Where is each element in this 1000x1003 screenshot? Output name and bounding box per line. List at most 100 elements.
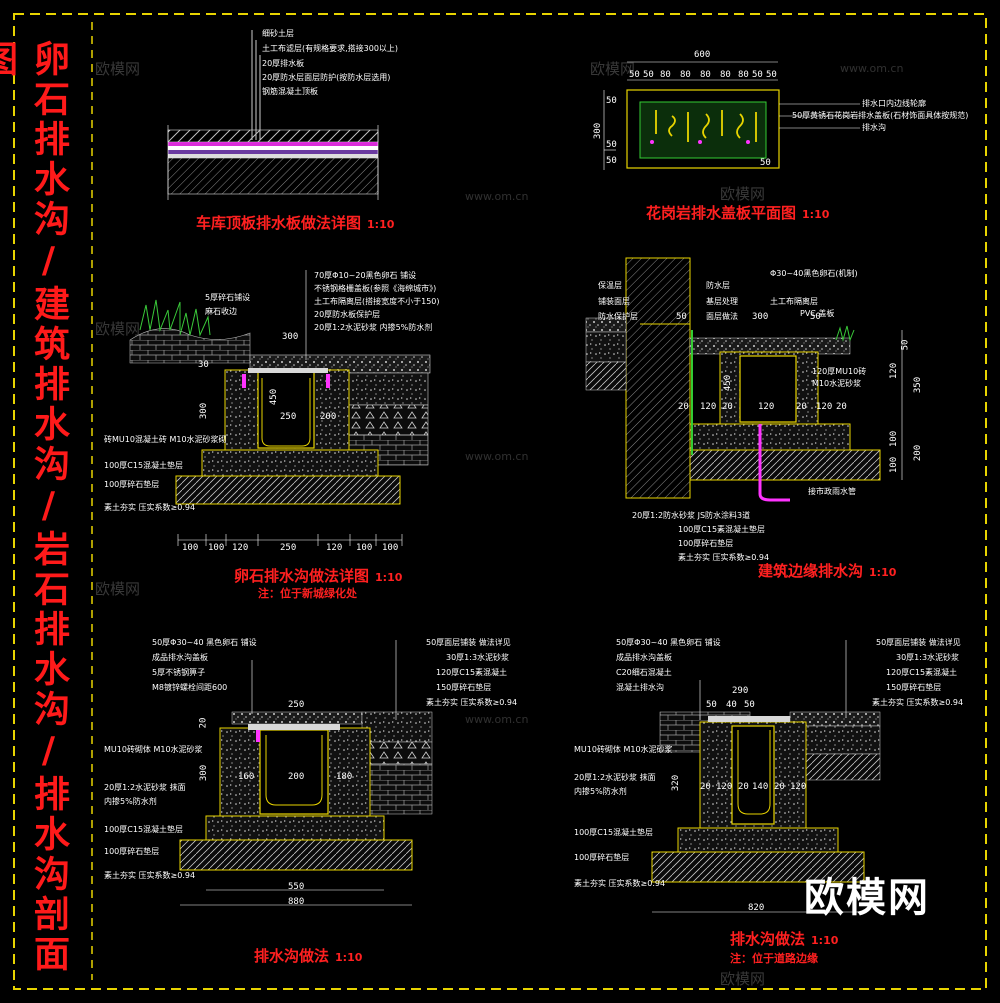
- dim-label: 100: [208, 543, 225, 553]
- ditch-a-label: 素土夯实 压实系数≥0.94: [104, 871, 196, 880]
- pebble-ditch-section: [129, 270, 431, 546]
- dim-label: 120: [716, 782, 733, 792]
- drawing-title: 排水沟做法: [254, 947, 330, 965]
- dim-label: 80: [700, 70, 711, 80]
- ditch-b-label: 50厚面层铺装 做法详见: [876, 638, 961, 647]
- dim-label: 100: [182, 543, 199, 553]
- building-edge-section: [585, 257, 903, 502]
- dim-label: 20: [836, 402, 847, 412]
- dim-label: 820: [748, 903, 765, 913]
- dim-label: 40: [726, 700, 737, 710]
- drawing-title: 排水沟做法: [730, 930, 806, 948]
- pebble-ditch-note: 注：位于新城绿化处: [258, 587, 357, 600]
- ditch-a-section: [179, 640, 433, 906]
- garage-label: 细砂土层: [262, 29, 294, 38]
- dim-label: 50: [606, 140, 617, 150]
- garage-roof-detail: [167, 30, 379, 200]
- building-label: 面层做法: [706, 312, 738, 321]
- drawing-scale: 1:10: [869, 566, 897, 579]
- dim-label: 300: [199, 764, 210, 782]
- watermark: 欧模网: [590, 60, 636, 78]
- building-label: 防水层: [706, 281, 730, 290]
- dim-label: 80: [680, 70, 691, 80]
- garage-label: 钢筋混凝土顶板: [262, 87, 318, 96]
- dim-label: 350: [913, 376, 924, 394]
- pebble-label: 麻石收边: [205, 307, 237, 316]
- pebble-label: 砖MU10混凝土砖 M10水泥砂浆砌: [104, 435, 227, 444]
- dim-label: 160: [238, 772, 255, 782]
- sheet-vertical-title: 卵石排水沟/建筑排水沟/岩石排水沟/排水沟剖面图: [0, 40, 69, 975]
- pebble-label: 100厚C15混凝土垫层: [104, 461, 184, 470]
- dim-label: 120: [816, 402, 833, 412]
- building-label: 接市政雨水管: [808, 487, 856, 496]
- ditch-a-label: 50厚Φ30~40 黑色卵石 铺设: [152, 638, 257, 647]
- dim-label: 450: [269, 388, 280, 406]
- building-label: M10水泥砂浆: [812, 379, 862, 388]
- ditch-a-label: 内掺5%防水剂: [104, 797, 157, 806]
- drawing-title: 卵石排水沟做法详图: [234, 567, 370, 585]
- dim-label: 250: [280, 543, 297, 553]
- ditch-b-label: MU10砖砌体 M10水泥砂浆: [574, 745, 673, 754]
- dim-label: 320: [671, 774, 682, 792]
- building-label: 120厚MU10砖: [812, 367, 867, 376]
- dim-label: 50: [706, 700, 717, 710]
- pebble-label: 土工布隔离层(搭接宽度不小于150): [314, 297, 440, 306]
- ditch-a-label: 20厚1:2水泥砂浆 抹面: [104, 783, 186, 792]
- ditch-a-label: 成品排水沟盖板: [152, 653, 208, 662]
- garage-label: 20厚防水层面层防护(按防水层选用): [262, 73, 391, 82]
- ditch-b-label: C20细石混凝土: [616, 668, 672, 677]
- ditch-b-label: 素土夯实 压实系数≥0.94: [872, 698, 964, 707]
- dim-label: 100: [356, 543, 373, 553]
- dim-label: 300: [282, 332, 299, 342]
- dim-label: 20: [738, 782, 749, 792]
- dim-label: 50: [643, 70, 654, 80]
- building-label: 100厚C15素混凝土垫层: [678, 525, 766, 534]
- ditch-a-label: 5厚不锈钢箅子: [152, 668, 206, 677]
- pebble-label: 20厚1:2水泥砂浆 内掺5%防水剂: [314, 323, 433, 332]
- building-label: 20厚1:2防水砂浆 JS防水涂料3道: [632, 511, 751, 520]
- dim-label: 50: [900, 339, 911, 351]
- granite-label: 排水口内边线轮廓: [862, 99, 926, 108]
- pebble-label: 20厚防水板保护层: [314, 310, 381, 319]
- dim-label: 50: [760, 158, 771, 168]
- dim-label: 80: [738, 70, 749, 80]
- dim-label: 600: [694, 50, 711, 60]
- dim-label: 300: [752, 312, 769, 322]
- dim-label: 100: [889, 456, 900, 474]
- dim-label: 120: [790, 782, 807, 792]
- dim-label: 50: [810, 312, 821, 322]
- ditch-b-label: 混凝土排水沟: [616, 683, 664, 692]
- pebble-label: 5厚碎石铺设: [205, 293, 251, 302]
- watermark: 欧模网: [95, 320, 141, 338]
- pebble-label: 不锈钢格栅盖板(参照《海绵城市》): [314, 284, 437, 293]
- ditch-a-label: 50厚面层铺装 做法详见: [426, 638, 511, 647]
- ditch-a-label: M8镀锌螺栓间距600: [152, 683, 228, 692]
- drawing-title: 建筑边缘排水沟: [758, 562, 864, 580]
- dim-label: 250: [280, 412, 297, 422]
- building-label: 土工布隔离层: [770, 297, 818, 306]
- ditch-b-label: 120厚C15素混凝土: [886, 668, 958, 677]
- dim-label: 100: [889, 430, 900, 448]
- brand-logo: 欧模网: [804, 875, 930, 921]
- dim-label: 300: [199, 402, 210, 420]
- building-label: 基层处理: [706, 297, 738, 306]
- watermark-url: www.om.cn: [465, 713, 529, 726]
- dim-label: 20: [796, 402, 807, 412]
- ditch-b-label: 20厚1:2水泥砂浆 抹面: [574, 773, 656, 782]
- building-label: Φ30~40黑色卵石(机制): [770, 269, 858, 278]
- dim-label: 120: [889, 362, 900, 380]
- ditch-b-label: 100厚碎石垫层: [574, 853, 630, 862]
- ditch-a-label: MU10砖砌体 M10水泥砂浆: [104, 745, 203, 754]
- building-label: 保温层: [598, 281, 622, 290]
- watermark-url: www.om.cn: [840, 62, 904, 75]
- dim-label: 120: [326, 543, 343, 553]
- dim-label: 20: [722, 402, 733, 412]
- dim-label: 120: [700, 402, 717, 412]
- dim-label: 50: [752, 70, 763, 80]
- dim-label: 50: [766, 70, 777, 80]
- dim-label: 50: [676, 312, 687, 322]
- ditch-b-label: 100厚C15混凝土垫层: [574, 828, 654, 837]
- building-label: PVC 盖板: [800, 309, 835, 318]
